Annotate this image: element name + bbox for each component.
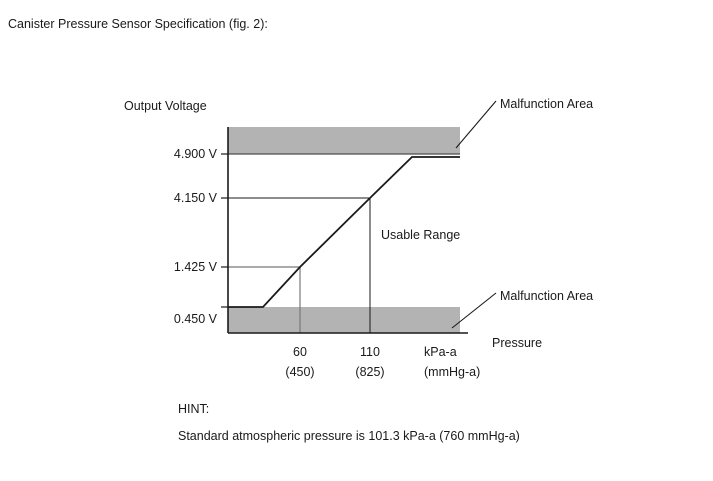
annotation-malfunction-area-lower: Malfunction Area bbox=[500, 289, 594, 303]
page-title: Canister Pressure Sensor Specification (… bbox=[8, 17, 268, 31]
x-axis-unit-primary: kPa-a bbox=[424, 345, 457, 359]
annotation-malfunction-area-upper: Malfunction Area bbox=[500, 97, 594, 111]
x-tick-label-60kpa: 60 bbox=[293, 345, 307, 359]
y-tick-label-4150mv: 4.150 V bbox=[173, 191, 217, 205]
leader-line-lower bbox=[451, 292, 497, 329]
leader-line-upper bbox=[455, 100, 497, 149]
malfunction-band-upper bbox=[228, 127, 460, 154]
x-axis-title: Pressure bbox=[492, 336, 543, 350]
x-tick-label-110kpa: 110 bbox=[360, 345, 380, 359]
annotation-usable-range: Usable Range bbox=[381, 228, 461, 242]
x-axis-unit-secondary: (mmHg-a) bbox=[424, 365, 481, 379]
y-tick-label-450mv: 0.450 V bbox=[173, 312, 217, 326]
hint-text: Standard atmospheric pressure is 101.3 k… bbox=[178, 429, 520, 443]
x-tick-label-60kpa-secondary: (450) bbox=[285, 365, 315, 379]
hint-title: HINT: bbox=[178, 402, 210, 416]
y-axis-title: Output Voltage bbox=[124, 99, 207, 113]
sensor-output-curve bbox=[228, 156, 460, 308]
y-tick-label-1425mv: 1.425 V bbox=[173, 260, 217, 274]
x-tick-label-110kpa-secondary: (825) bbox=[355, 365, 385, 379]
malfunction-band-lower bbox=[228, 307, 460, 333]
y-tick-label-4900mv: 4.900 V bbox=[173, 147, 217, 161]
